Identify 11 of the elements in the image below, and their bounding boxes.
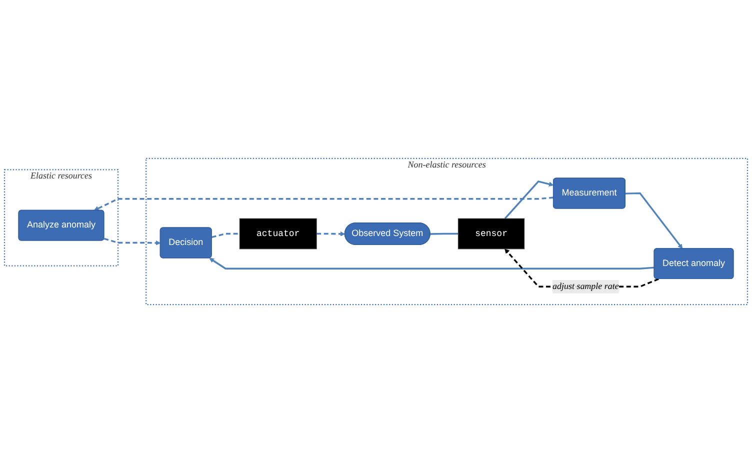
arrow (316, 231, 346, 236)
edge-label: adjust sample rate (552, 282, 619, 292)
connector (212, 232, 240, 238)
arrow (625, 192, 683, 249)
node-box: actuator (239, 218, 317, 250)
connector (430, 232, 458, 235)
arrow (104, 238, 161, 246)
arrow (94, 196, 554, 211)
arrow (209, 258, 654, 270)
node-box: sensor (458, 218, 525, 250)
arrow (504, 180, 554, 220)
